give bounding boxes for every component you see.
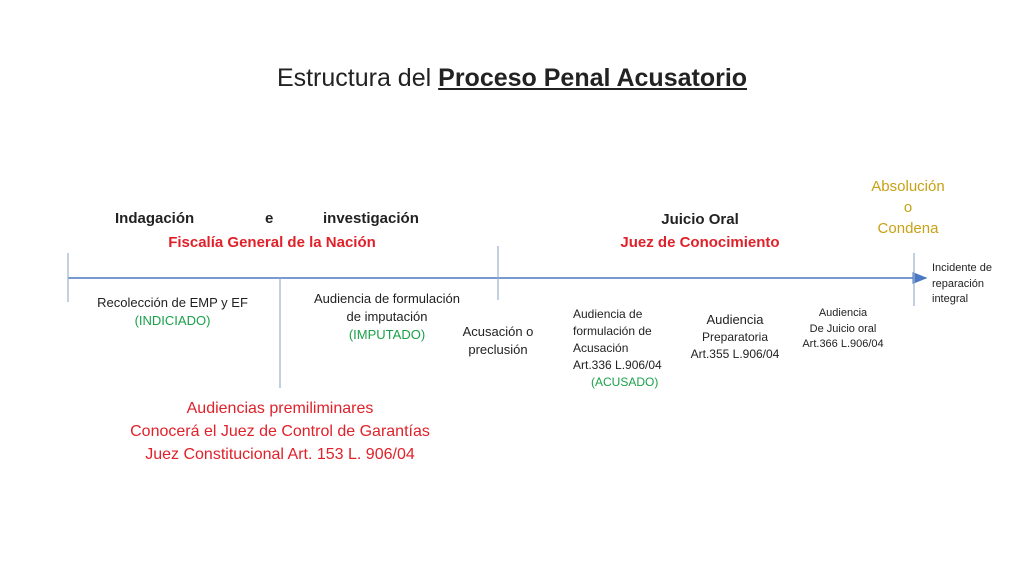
- event-acusacion-preclusion: Acusación o preclusión: [450, 323, 546, 359]
- juicio-oral-line-2: De Juicio oral: [809, 322, 877, 335]
- incidente-line-3: integral: [932, 293, 969, 305]
- acusacion-preclusion-line-2: preclusión: [468, 342, 528, 357]
- phase1-entity: Fiscalía General de la Nación: [168, 234, 376, 251]
- title-emphasis: Proceso Penal Acusatorio: [438, 64, 748, 92]
- diagram-title: Estructura del Proceso Penal Acusatorio: [0, 64, 1024, 93]
- preliminares-block: Audiencias premiliminares Conocerá el Ju…: [80, 397, 480, 466]
- preliminares-line-3: Juez Constitucional Art. 153 L. 906/04: [145, 446, 415, 463]
- recoleccion-line-1: Recolección de EMP y EF: [97, 295, 248, 310]
- preparatoria-line-3: Art.355 L.906/04: [690, 347, 780, 361]
- incidente-line-1: Incidente de: [932, 262, 992, 274]
- formulacion-acusacion-line-1: Audiencia de: [573, 307, 643, 321]
- formulacion-acusacion-line-2: formulación de: [573, 324, 652, 338]
- incidente-line-2: reparación: [932, 277, 984, 290]
- event-juicio-oral: Audiencia De Juicio oral Art.366 L.906/0…: [788, 306, 898, 353]
- juicio-oral-line-1: Audiencia: [818, 307, 868, 319]
- acusacion-preclusion-line-1: Acusación o: [462, 324, 534, 339]
- phase1-word-3: investigación: [323, 210, 419, 227]
- title-prefix: Estructura del: [276, 64, 432, 92]
- juicio-oral-line-3: Art.366 L.906/04: [802, 338, 884, 350]
- preliminares-line-2: Conocerá el Juez de Control de Garantías: [130, 423, 430, 440]
- preliminares-line-1: Audiencias premiliminares: [186, 400, 374, 417]
- outcome-line-2: o: [903, 199, 913, 216]
- event-preparatoria: Audiencia Preparatoria Art.355 L.906/04: [680, 311, 790, 363]
- event-recoleccion: Recolección de EMP y EF (INDICIADO): [80, 294, 265, 330]
- phase2-heading: Juicio Oral: [661, 211, 739, 228]
- formulacion-acusacion-status: (ACUSADO): [591, 375, 659, 389]
- preparatoria-line-1: Audiencia: [706, 312, 764, 327]
- recoleccion-status: (INDICIADO): [134, 313, 211, 328]
- phase2-entity: Juez de Conocimiento: [620, 234, 780, 251]
- outcome-line-3: Condena: [877, 220, 939, 237]
- outcome-line-1: Absolución: [871, 178, 945, 195]
- outcome-label: Absolución o Condena: [848, 176, 968, 239]
- imputacion-line-2: de imputación: [346, 309, 428, 324]
- imputacion-line-1: Audiencia de formulación: [314, 291, 460, 306]
- formulacion-acusacion-line-3: Acusación: [573, 341, 629, 355]
- event-formulacion-acusacion: Audiencia de formulación de Acusación Ar…: [573, 306, 662, 391]
- incidente-label: Incidente de reparación integral: [932, 261, 992, 308]
- phase1-word-1: Indagación: [115, 210, 195, 227]
- imputacion-status: (IMPUTADO): [348, 327, 426, 342]
- phase1-word-2: e: [265, 210, 274, 227]
- formulacion-acusacion-line-4: Art.336 L.906/04: [573, 358, 662, 372]
- preparatoria-line-2: Preparatoria: [701, 330, 769, 344]
- event-imputacion: Audiencia de formulación de imputación (…: [297, 290, 477, 344]
